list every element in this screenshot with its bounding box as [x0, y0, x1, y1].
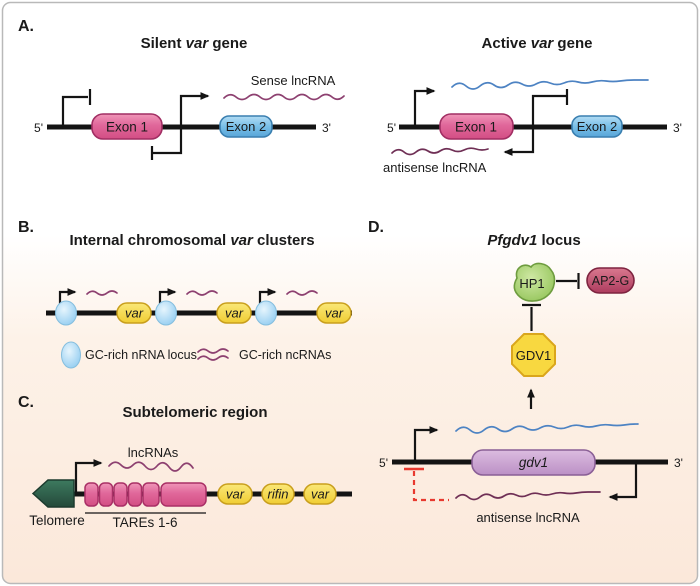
gc-rich-locus-oval — [255, 300, 277, 326]
mrna-squiggle — [451, 79, 649, 90]
hp1-label: HP1 — [519, 276, 544, 291]
var-gene-label: var — [225, 306, 244, 321]
var-gene-box — [217, 483, 253, 505]
silent-exon1-box — [91, 113, 163, 140]
var-gene-label: var — [311, 487, 330, 502]
ap2g-label: AP2-G — [592, 274, 630, 288]
cluster-unit-1: var — [55, 288, 152, 326]
active-exon1-label: Exon 1 — [455, 120, 497, 135]
var-gene-label: var — [325, 306, 344, 321]
legend-gc-oval — [61, 341, 81, 369]
gc-ncrna-squiggle — [186, 290, 218, 296]
active-three-prime: 3' — [673, 121, 682, 135]
hp1-protein-blob — [513, 262, 556, 302]
active-title: Active var gene — [482, 35, 593, 52]
tare-repeats — [84, 482, 207, 507]
tare-box — [142, 482, 160, 507]
panel-d-label: D. — [368, 219, 384, 236]
panel-b: B. Internal chromosomal var clusters var… — [18, 219, 352, 369]
panel-d-title: Pfgdv1 locus — [487, 232, 580, 249]
gc-rich-locus-oval — [55, 300, 77, 326]
panel-b-legend: GC-rich nRNA locus GC-rich ncRNAs — [61, 341, 331, 369]
legend-squiggle-bottom — [197, 355, 229, 361]
silent-exon2-label: Exon 2 — [226, 119, 266, 134]
silent-three-prime: 3' — [322, 121, 331, 135]
telomere-label: Telomere — [29, 513, 85, 528]
gdv1-promoter-arrow — [413, 426, 439, 461]
legend-squiggle-label: GC-rich ncRNAs — [239, 348, 331, 362]
gdv1-gene-box — [471, 449, 596, 476]
antisense-promoter-arrow — [503, 94, 566, 156]
gdv1-five-prime: 5' — [379, 456, 388, 470]
lncrnas-squiggle — [108, 461, 194, 472]
panel-c-label: C. — [18, 394, 34, 411]
tare-label: TAREs 1-6 — [112, 515, 177, 530]
gdv1-protein-label: GDV1 — [516, 348, 551, 363]
legend-squiggle-top — [197, 348, 229, 354]
gdv1-antisense-label: antisense lncRNA — [476, 510, 580, 525]
gc-rich-locus-oval — [155, 300, 177, 326]
blocked-promoter-arrow — [61, 95, 88, 126]
lncrnas-label: lncRNAs — [128, 445, 179, 460]
panel-b-title: Internal chromosomal var clusters — [69, 232, 314, 249]
var-gene-box — [216, 302, 252, 324]
tare-box-wide — [160, 482, 207, 507]
lncrna-promoter-arrow — [74, 459, 103, 493]
var-gene-label: var — [226, 487, 245, 502]
panel-d: D. Pfgdv1 locus HP1 AP2-G GDV1 5' 3' gdv… — [368, 219, 683, 525]
panel-c-title: Subtelomeric region — [122, 404, 267, 421]
var-gene-label: var — [125, 306, 144, 321]
rifin-gene-label: rifin — [268, 487, 289, 502]
rifin-gene-box — [261, 483, 295, 505]
active-promoter-arrow — [413, 87, 436, 126]
tare-box — [84, 482, 99, 507]
antisense-lncrna-label: antisense lncRNA — [383, 160, 487, 175]
silent-five-prime: 5' — [34, 121, 43, 135]
gc-ncrna-squiggle — [86, 290, 118, 296]
gc-ncrna-squiggle — [286, 290, 318, 296]
var-gene-box — [316, 302, 352, 324]
telomere-arrow — [31, 479, 75, 508]
active-exon2-box — [571, 115, 623, 138]
active-exon2-label: Exon 2 — [577, 119, 617, 134]
silent-exon1-label: Exon 1 — [106, 120, 148, 135]
sense-lncrna-label: Sense lncRNA — [251, 73, 336, 88]
cluster-unit-2: var — [155, 288, 252, 326]
silent-var-gene-diagram: Silent var gene 5' 3' Exon 1 Exon 2 Sens… — [34, 35, 345, 160]
gdv1-protein-octagon — [511, 333, 556, 377]
antisense-lncrna-squiggle — [391, 147, 489, 156]
gdv1-antisense-squiggle — [455, 491, 601, 501]
gdv1-mrna-squiggle — [455, 423, 639, 434]
legend-oval-label: GC-rich nRNA locus — [85, 348, 197, 362]
tare-box — [113, 482, 128, 507]
gdv1-antisense-promoter-arrow — [608, 464, 638, 501]
panel-c: C. Subtelomeric region lncRNAs Telomere … — [18, 394, 352, 530]
panel-b-label: B. — [18, 219, 34, 236]
gdv1-three-prime: 3' — [674, 456, 683, 470]
cluster-unit-3: var — [255, 288, 352, 326]
active-var-gene-diagram: Active var gene 5' 3' Exon 1 Exon 2 anti… — [383, 35, 682, 175]
panel-a-label: A. — [18, 18, 34, 35]
red-inhibition-dashed-line — [412, 471, 449, 502]
tare-box — [127, 482, 143, 507]
silent-exon2-box — [219, 115, 273, 138]
active-exon1-box — [439, 113, 514, 140]
var-gene-box — [303, 483, 337, 505]
var-gene-box — [116, 302, 152, 324]
panel-a: A. Silent var gene 5' 3' Exon 1 Exon 2 S… — [18, 18, 682, 175]
ap2g-protein-box — [586, 267, 635, 294]
sense-lncrna-squiggle — [223, 93, 345, 101]
sense-lncrna-promoter-arrow — [153, 92, 210, 155]
active-five-prime: 5' — [387, 121, 396, 135]
gdv1-gene-label: gdv1 — [519, 455, 548, 470]
silent-title: Silent var gene — [141, 35, 248, 52]
tare-box — [98, 482, 114, 507]
